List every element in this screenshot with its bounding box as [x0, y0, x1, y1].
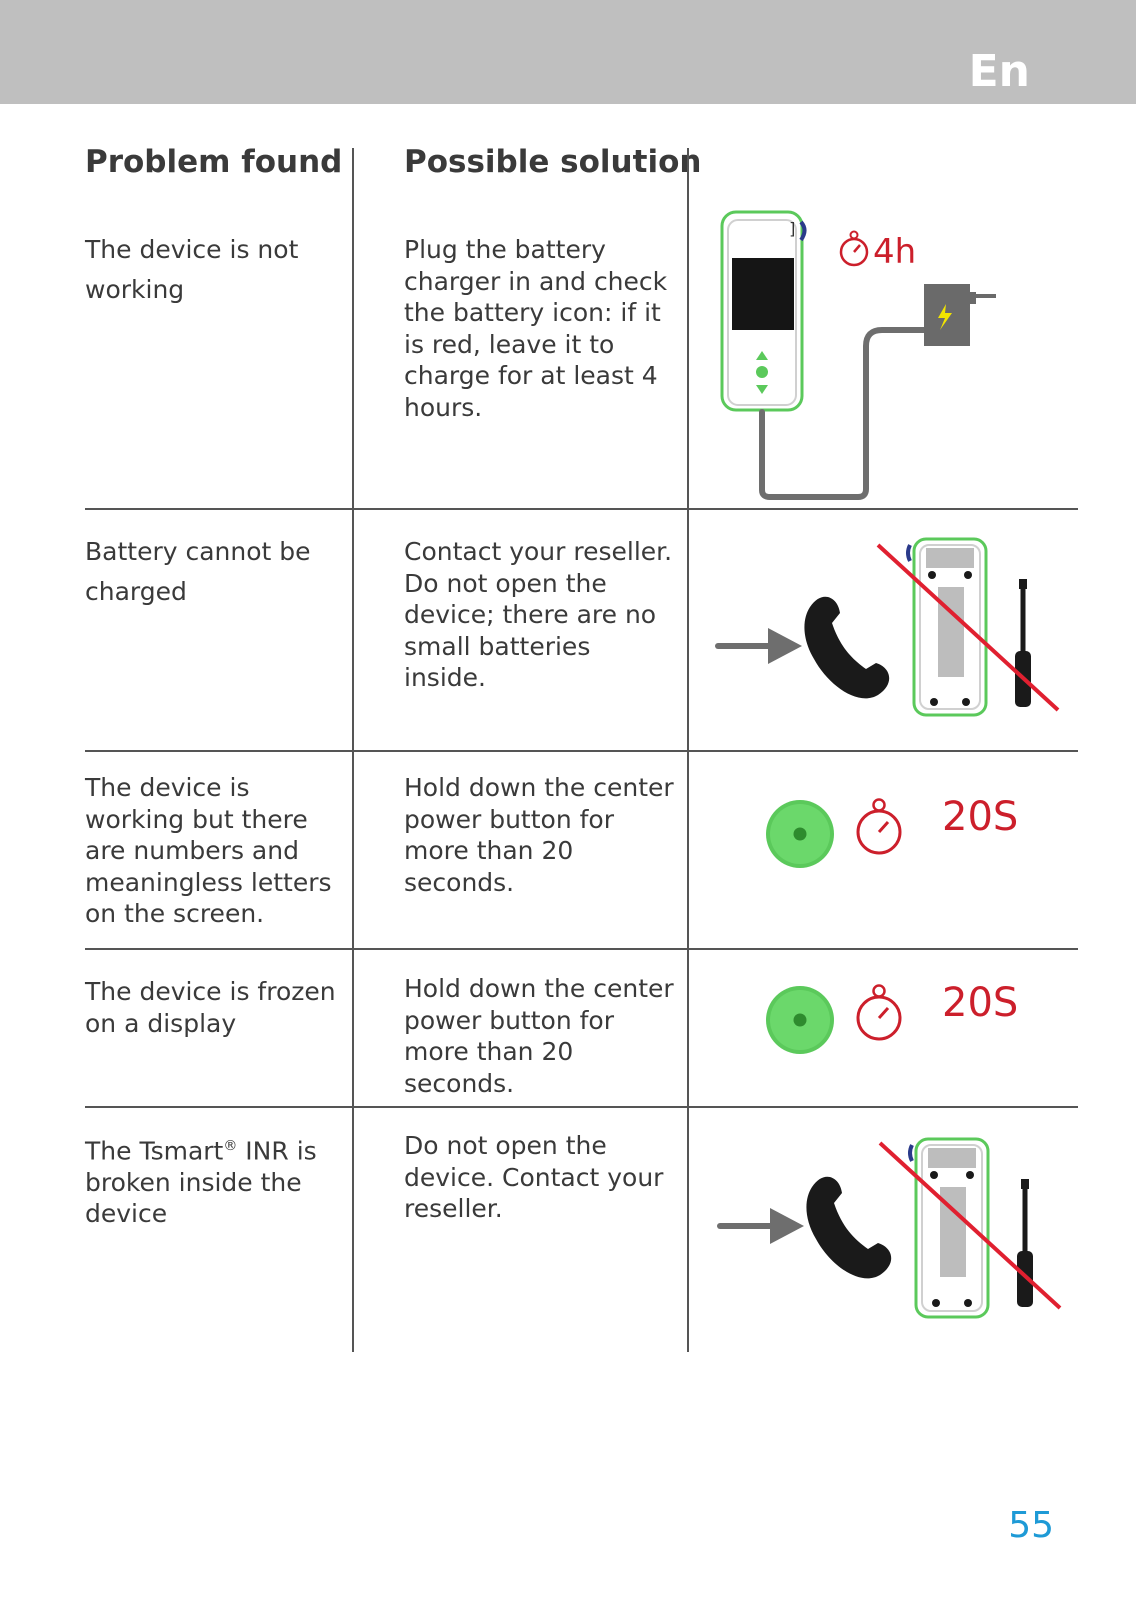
device-back-icon [906, 537, 988, 717]
solution-cell: Plug the battery charger in and check th… [404, 235, 668, 422]
stopwatch-icon [856, 798, 902, 855]
problem-cell: Battery cannot be charged [85, 537, 311, 606]
column-heading-solution: Possible solution [404, 144, 702, 180]
solution-cell: Hold down the center power button for mo… [404, 773, 674, 897]
problem-cell: The Tsmart® INR is broken inside the dev… [85, 1131, 350, 1230]
problem-cell: The device is not working [85, 235, 299, 304]
row-divider [85, 948, 1078, 950]
hold-button-illustration: 20S [766, 980, 1018, 1054]
solution-cell: Do not open the device. Contact your res… [404, 1131, 664, 1223]
charger-illustration: ] 4h [720, 210, 996, 500]
arrow-icon [715, 628, 802, 664]
row-divider [85, 1106, 1078, 1108]
hold-button-illustration: 20S [766, 794, 1018, 868]
battery-charger-icon [924, 284, 996, 346]
header-band [0, 0, 1136, 104]
screwdriver-icon [1017, 1179, 1033, 1307]
phone-icon [804, 596, 890, 699]
timer-label: 20S [942, 980, 1018, 1026]
problem-cell: The device is working but there are numb… [85, 773, 332, 928]
prohibition-line [878, 1141, 1062, 1310]
prohibition-line [876, 543, 1060, 712]
device-back-icon [908, 1137, 990, 1319]
handheld-device-icon: ] [720, 210, 807, 412]
timer-label: 20S [942, 794, 1018, 840]
svg-text:]: ] [788, 219, 798, 238]
page-number: 55 [1008, 1505, 1054, 1546]
column-heading-problem: Problem found [85, 144, 343, 180]
problem-text: INR is broken inside the device [85, 1136, 317, 1229]
solution-cell: Contact your reseller. Do not open the d… [404, 537, 673, 692]
solution-cell: Hold down the center power button for mo… [404, 974, 674, 1098]
no-open-illustration [717, 1137, 1062, 1319]
row-divider [85, 508, 1078, 510]
language-label: En [968, 46, 1030, 97]
problem-cell: The device is frozen on a display [85, 977, 336, 1038]
no-open-illustration [715, 537, 1060, 717]
stopwatch-icon [839, 230, 869, 267]
phone-icon [806, 1176, 892, 1279]
power-button-icon [766, 800, 834, 868]
row-divider [85, 750, 1078, 752]
screwdriver-icon [1015, 579, 1031, 707]
arrow-icon [717, 1208, 804, 1244]
registered-mark: ® [223, 1138, 238, 1154]
stopwatch-icon [856, 984, 902, 1041]
power-button-icon [766, 986, 834, 1054]
timer-label: 4h [873, 232, 916, 272]
problem-text: The Tsmart [85, 1136, 224, 1166]
